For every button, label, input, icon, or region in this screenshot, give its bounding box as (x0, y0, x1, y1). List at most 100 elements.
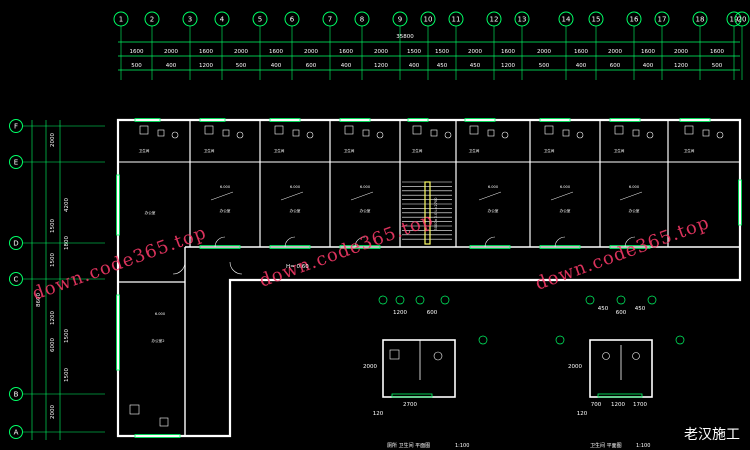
window-corridor-1 (269, 245, 311, 249)
dim-second-7: 1200 (374, 63, 388, 69)
detail1-bubble-3 (440, 295, 450, 305)
axis-letter-D: D (13, 240, 18, 248)
left-dim-10: 2000 (50, 405, 56, 419)
toilet-fixture-b-7 (632, 129, 640, 137)
toilet-fixture-a-1 (204, 125, 214, 135)
window-corridor-0 (199, 245, 241, 249)
dim-second-11: 1200 (501, 63, 515, 69)
dim-second-10: 450 (470, 63, 481, 69)
left-dim-6: 1200 (50, 311, 56, 325)
axis-letter-A: A (14, 429, 19, 437)
room-label-wing: 办公室2 (151, 338, 164, 343)
axis-number-2: 2 (150, 16, 154, 24)
axis-bubble-D (9, 236, 23, 250)
door-2 (354, 236, 366, 248)
window-north-8 (679, 118, 711, 122)
left-dimension-chain: 2000420015001800150086001200150060001500… (31, 120, 70, 440)
toilet-fixture-a-5 (469, 125, 479, 135)
axis-number-13: 13 (518, 16, 527, 24)
door-4 (554, 236, 566, 248)
basin-6 (576, 131, 584, 139)
basin-5 (501, 131, 509, 139)
door-3 (484, 236, 496, 248)
dim-top-10: 2000 (468, 49, 482, 55)
axis-number-4: 4 (220, 16, 225, 24)
detail1-title: 厕所 卫生间 平面图 (387, 442, 430, 449)
toilet-fixture-a-0 (139, 125, 149, 135)
dim-top-11: 1600 (501, 49, 515, 55)
dim-top-5: 2000 (304, 49, 318, 55)
room-area-4: 6.000 (560, 185, 571, 189)
axis-number-3: 3 (188, 16, 192, 24)
detail2-bubble-4 (675, 335, 685, 345)
stair-handrail (424, 181, 431, 245)
dim-second-17: 500 (712, 63, 723, 69)
top-dimension-chain: 1600 2000 1600 2000 1600 2000 1600 2000 1500 1500… (118, 41, 740, 71)
stair-note: 3000×3.0 L=2700 (434, 197, 438, 231)
dim-top-16: 2000 (674, 49, 688, 55)
dim-top-9: 1500 (435, 49, 449, 55)
detail2-dim-0: 450 (598, 306, 609, 312)
room-area-1: 6.000 (290, 185, 301, 189)
dim-second-2: 1200 (199, 63, 213, 69)
basin-8 (716, 131, 724, 139)
toilet-fixture-a-8 (684, 125, 694, 135)
toilet-fixture-b-6 (562, 129, 570, 137)
dim-top-6: 1600 (339, 49, 353, 55)
dim-second-14: 600 (610, 63, 621, 69)
dim-second-13: 400 (576, 63, 587, 69)
dim-top-14: 2000 (608, 49, 622, 55)
detail2-fixture-1 (602, 352, 610, 360)
axis-bubble-B (9, 387, 23, 401)
axis-number-17: 17 (658, 16, 667, 24)
basin-4 (444, 131, 452, 139)
dim-second-0: 500 (131, 63, 142, 69)
detail2-window (597, 393, 643, 398)
axis-number-6: 6 (290, 16, 295, 24)
toilet-label-2: 卫生间 (274, 148, 285, 153)
detail1-bubble-1 (395, 295, 405, 305)
left-dim-0: 2000 (50, 133, 56, 147)
detail2-dim-6: 1700 (633, 402, 647, 408)
toilet-fixture-b-2 (292, 129, 300, 137)
window-corridor-3 (469, 245, 511, 249)
axis-number-15: 15 (592, 16, 601, 24)
room-label-3: 办公室 (488, 208, 499, 213)
detail1-bubble-0 (378, 295, 388, 305)
toilet-fixture-b-1 (222, 129, 230, 137)
axis-number-16: 16 (630, 16, 639, 24)
elevation-label: H= 0.60 (286, 264, 309, 270)
detail1-fixture-2 (433, 351, 443, 361)
dim-second-9: 450 (437, 63, 448, 69)
toilet-fixture-b-4 (430, 129, 438, 137)
detail2-fixture-2 (632, 352, 640, 360)
room-label-0: 办公室 (220, 208, 231, 213)
basin-2 (306, 131, 314, 139)
detail1-window (391, 393, 433, 398)
axis-number-7: 7 (328, 16, 332, 24)
door-wing-2 (229, 261, 243, 275)
room-leader-3 (478, 191, 502, 201)
room-leader-1 (280, 191, 304, 201)
axis-bubble-E (9, 155, 23, 169)
toilet-fixture-b-5 (487, 129, 495, 137)
axis-letter-C: C (14, 276, 19, 284)
dim-top-13: 1600 (574, 49, 588, 55)
floor-plan[interactable]: 3000×3.0 L=27006.000办公室6.000办公室6.000办公室6… (116, 118, 742, 438)
window-north-0 (134, 118, 161, 122)
dim-top-0: 1600 (130, 49, 144, 55)
room-area-0: 6.000 (220, 185, 231, 189)
detail2-dim-2: 450 (635, 306, 646, 312)
detail1-dim-3: 2700 (403, 402, 417, 408)
axis-number-12: 12 (490, 16, 499, 24)
room-label-4: 办公室 (560, 208, 571, 213)
room-leader-4 (550, 191, 574, 201)
basin-1 (236, 131, 244, 139)
detail1-scale: 1:100 (455, 443, 469, 449)
dim-top-8: 1500 (407, 49, 421, 55)
detail2-bubble-0 (585, 295, 595, 305)
outer-wall (116, 118, 742, 438)
